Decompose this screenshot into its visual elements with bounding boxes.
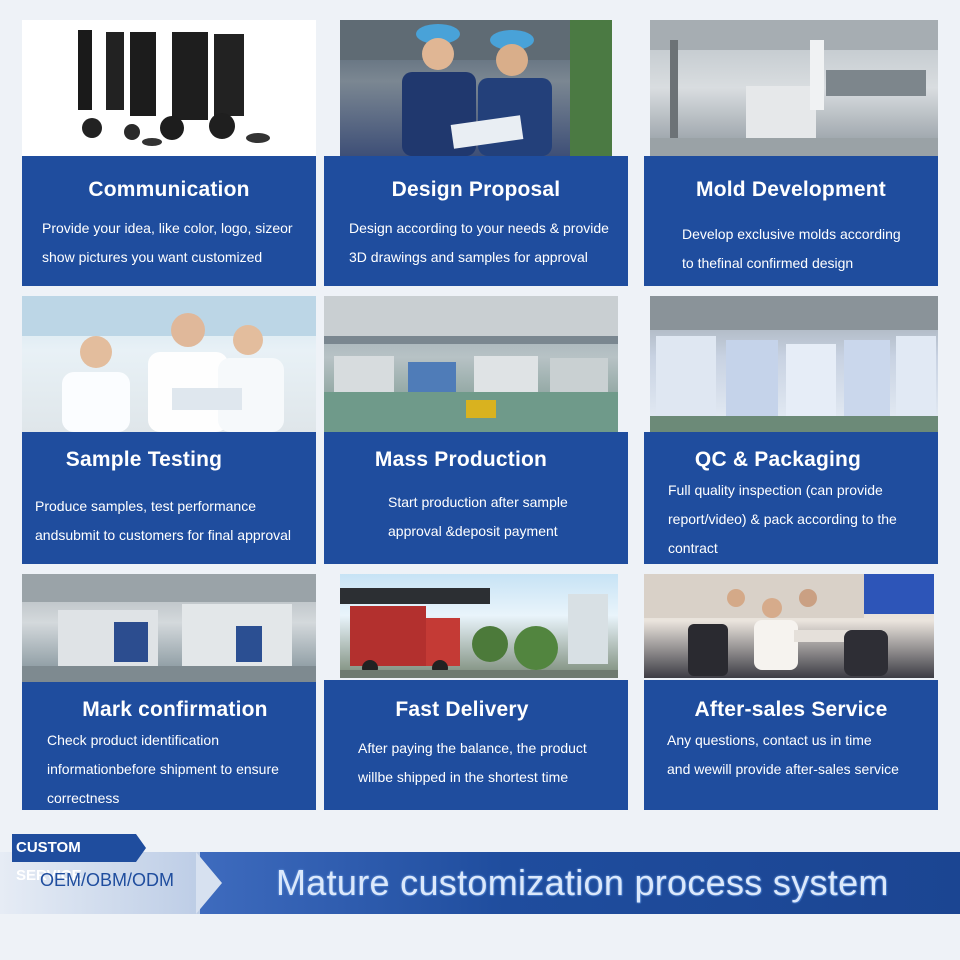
office-meeting-photo	[644, 574, 934, 678]
banner-slogan: Mature customization process system	[276, 862, 889, 903]
step-title: Mold Development	[696, 178, 886, 201]
banner-left-band	[0, 852, 200, 914]
step-title: Mass Production	[374, 448, 548, 471]
step-panel: Mass Production Start production after s…	[324, 432, 628, 564]
custom-service-tag: CUSTOM SERVICE	[12, 834, 136, 884]
factory-floor-photo	[324, 296, 618, 432]
tag-arrow-tip	[136, 834, 146, 862]
pipe-fittings-photo	[22, 20, 316, 156]
banner-arrow-shape	[196, 852, 222, 914]
step-description-line: Check product identification	[47, 732, 219, 748]
step-description-line: Design according to your needs & provide	[349, 220, 609, 236]
step-description-line: Any questions, contact us in time	[667, 732, 872, 748]
step-panel: Design Proposal Design according to your…	[324, 156, 628, 286]
step-title: Design Proposal	[391, 178, 561, 201]
step-card-fast-delivery: Fast Delivery After paying the balance, …	[324, 574, 628, 810]
step-panel: Communication Provide your idea, like co…	[22, 156, 316, 286]
step-title: After-sales Service	[694, 698, 888, 721]
step-description: Produce samples, test performance andsub…	[35, 492, 291, 550]
step-title: QC & Packaging	[694, 448, 862, 471]
injection-machine-photo	[22, 574, 316, 682]
step-card-mass-production: Mass Production Start production after s…	[324, 296, 628, 564]
step-title: Sample Testing	[65, 448, 223, 471]
step-description-line: correctness	[47, 790, 120, 806]
oem-obm-odm-label: OEM/OBM/ODM	[40, 870, 174, 890]
step-panel: Mark confirmation Check product identifi…	[22, 682, 316, 810]
step-panel: Sample Testing Produce samples, test per…	[22, 432, 316, 564]
step-panel: Fast Delivery After paying the balance, …	[324, 680, 628, 810]
laboratory-photo	[22, 296, 316, 432]
step-description-line: Produce samples, test performance	[35, 498, 256, 514]
step-title: Communication	[88, 178, 250, 201]
step-card-design-proposal: Design Proposal Design according to your…	[324, 20, 628, 286]
step-title: Fast Delivery	[395, 698, 529, 721]
step-card-qc-packaging: QC & Packaging Full quality inspection (…	[644, 296, 938, 564]
step-description-line: show pictures you want customized	[42, 249, 263, 265]
step-description: After paying the balance, the product wi…	[358, 734, 587, 792]
step-description-line: Provide your idea, like color, logo, siz…	[42, 220, 293, 236]
truck-loading-photo	[340, 574, 618, 678]
step-card-communication: Communication Provide your idea, like co…	[22, 20, 316, 286]
engineers-photo	[340, 20, 612, 156]
step-panel: After-sales Service Any questions, conta…	[644, 680, 938, 810]
step-description: Start production after sample approval &…	[388, 488, 568, 546]
step-description: Check product identification information…	[47, 726, 279, 810]
step-description: Provide your idea, like color, logo, siz…	[42, 214, 293, 272]
step-description-line: After paying the balance, the product	[358, 740, 587, 756]
step-description-line: andsubmit to customers for final approva…	[35, 527, 292, 543]
step-description-line: to thefinal confirmed design	[682, 255, 854, 271]
step-description: Develop exclusive molds according to the…	[682, 220, 901, 278]
step-panel: Mold Development Develop exclusive molds…	[644, 156, 938, 286]
banner-slogan-band	[200, 852, 960, 914]
step-description-line: report/video) & pack according to the	[668, 511, 897, 527]
step-description-line: and wewill provide after-sales service	[667, 761, 899, 777]
step-description-line: Develop exclusive molds according	[682, 226, 901, 242]
step-description-line: approval &deposit payment	[388, 523, 558, 539]
step-description: Any questions, contact us in time and we…	[667, 726, 899, 784]
extrusion-line-photo	[650, 20, 938, 156]
step-description-line: contract	[668, 540, 718, 556]
step-description-line: 3D drawings and samples for approval	[349, 249, 588, 265]
warehouse-photo	[650, 296, 938, 432]
step-title: Mark confirmation	[82, 698, 268, 721]
step-card-after-sales: After-sales Service Any questions, conta…	[644, 574, 938, 810]
step-description: Design according to your needs & provide…	[349, 214, 609, 272]
step-description-line: willbe shipped in the shortest time	[358, 769, 569, 785]
step-description: Full quality inspection (can provide rep…	[668, 476, 897, 563]
step-card-mold-development: Mold Development Develop exclusive molds…	[644, 20, 938, 286]
step-card-sample-testing: Sample Testing Produce samples, test per…	[22, 296, 316, 564]
step-description-line: Full quality inspection (can provide	[668, 482, 883, 498]
step-description-line: informationbefore shipment to ensure	[47, 761, 279, 777]
step-description-line: Start production after sample	[388, 494, 568, 510]
step-card-mark-confirmation: Mark confirmation Check product identifi…	[22, 574, 316, 810]
step-panel: QC & Packaging Full quality inspection (…	[644, 432, 938, 564]
